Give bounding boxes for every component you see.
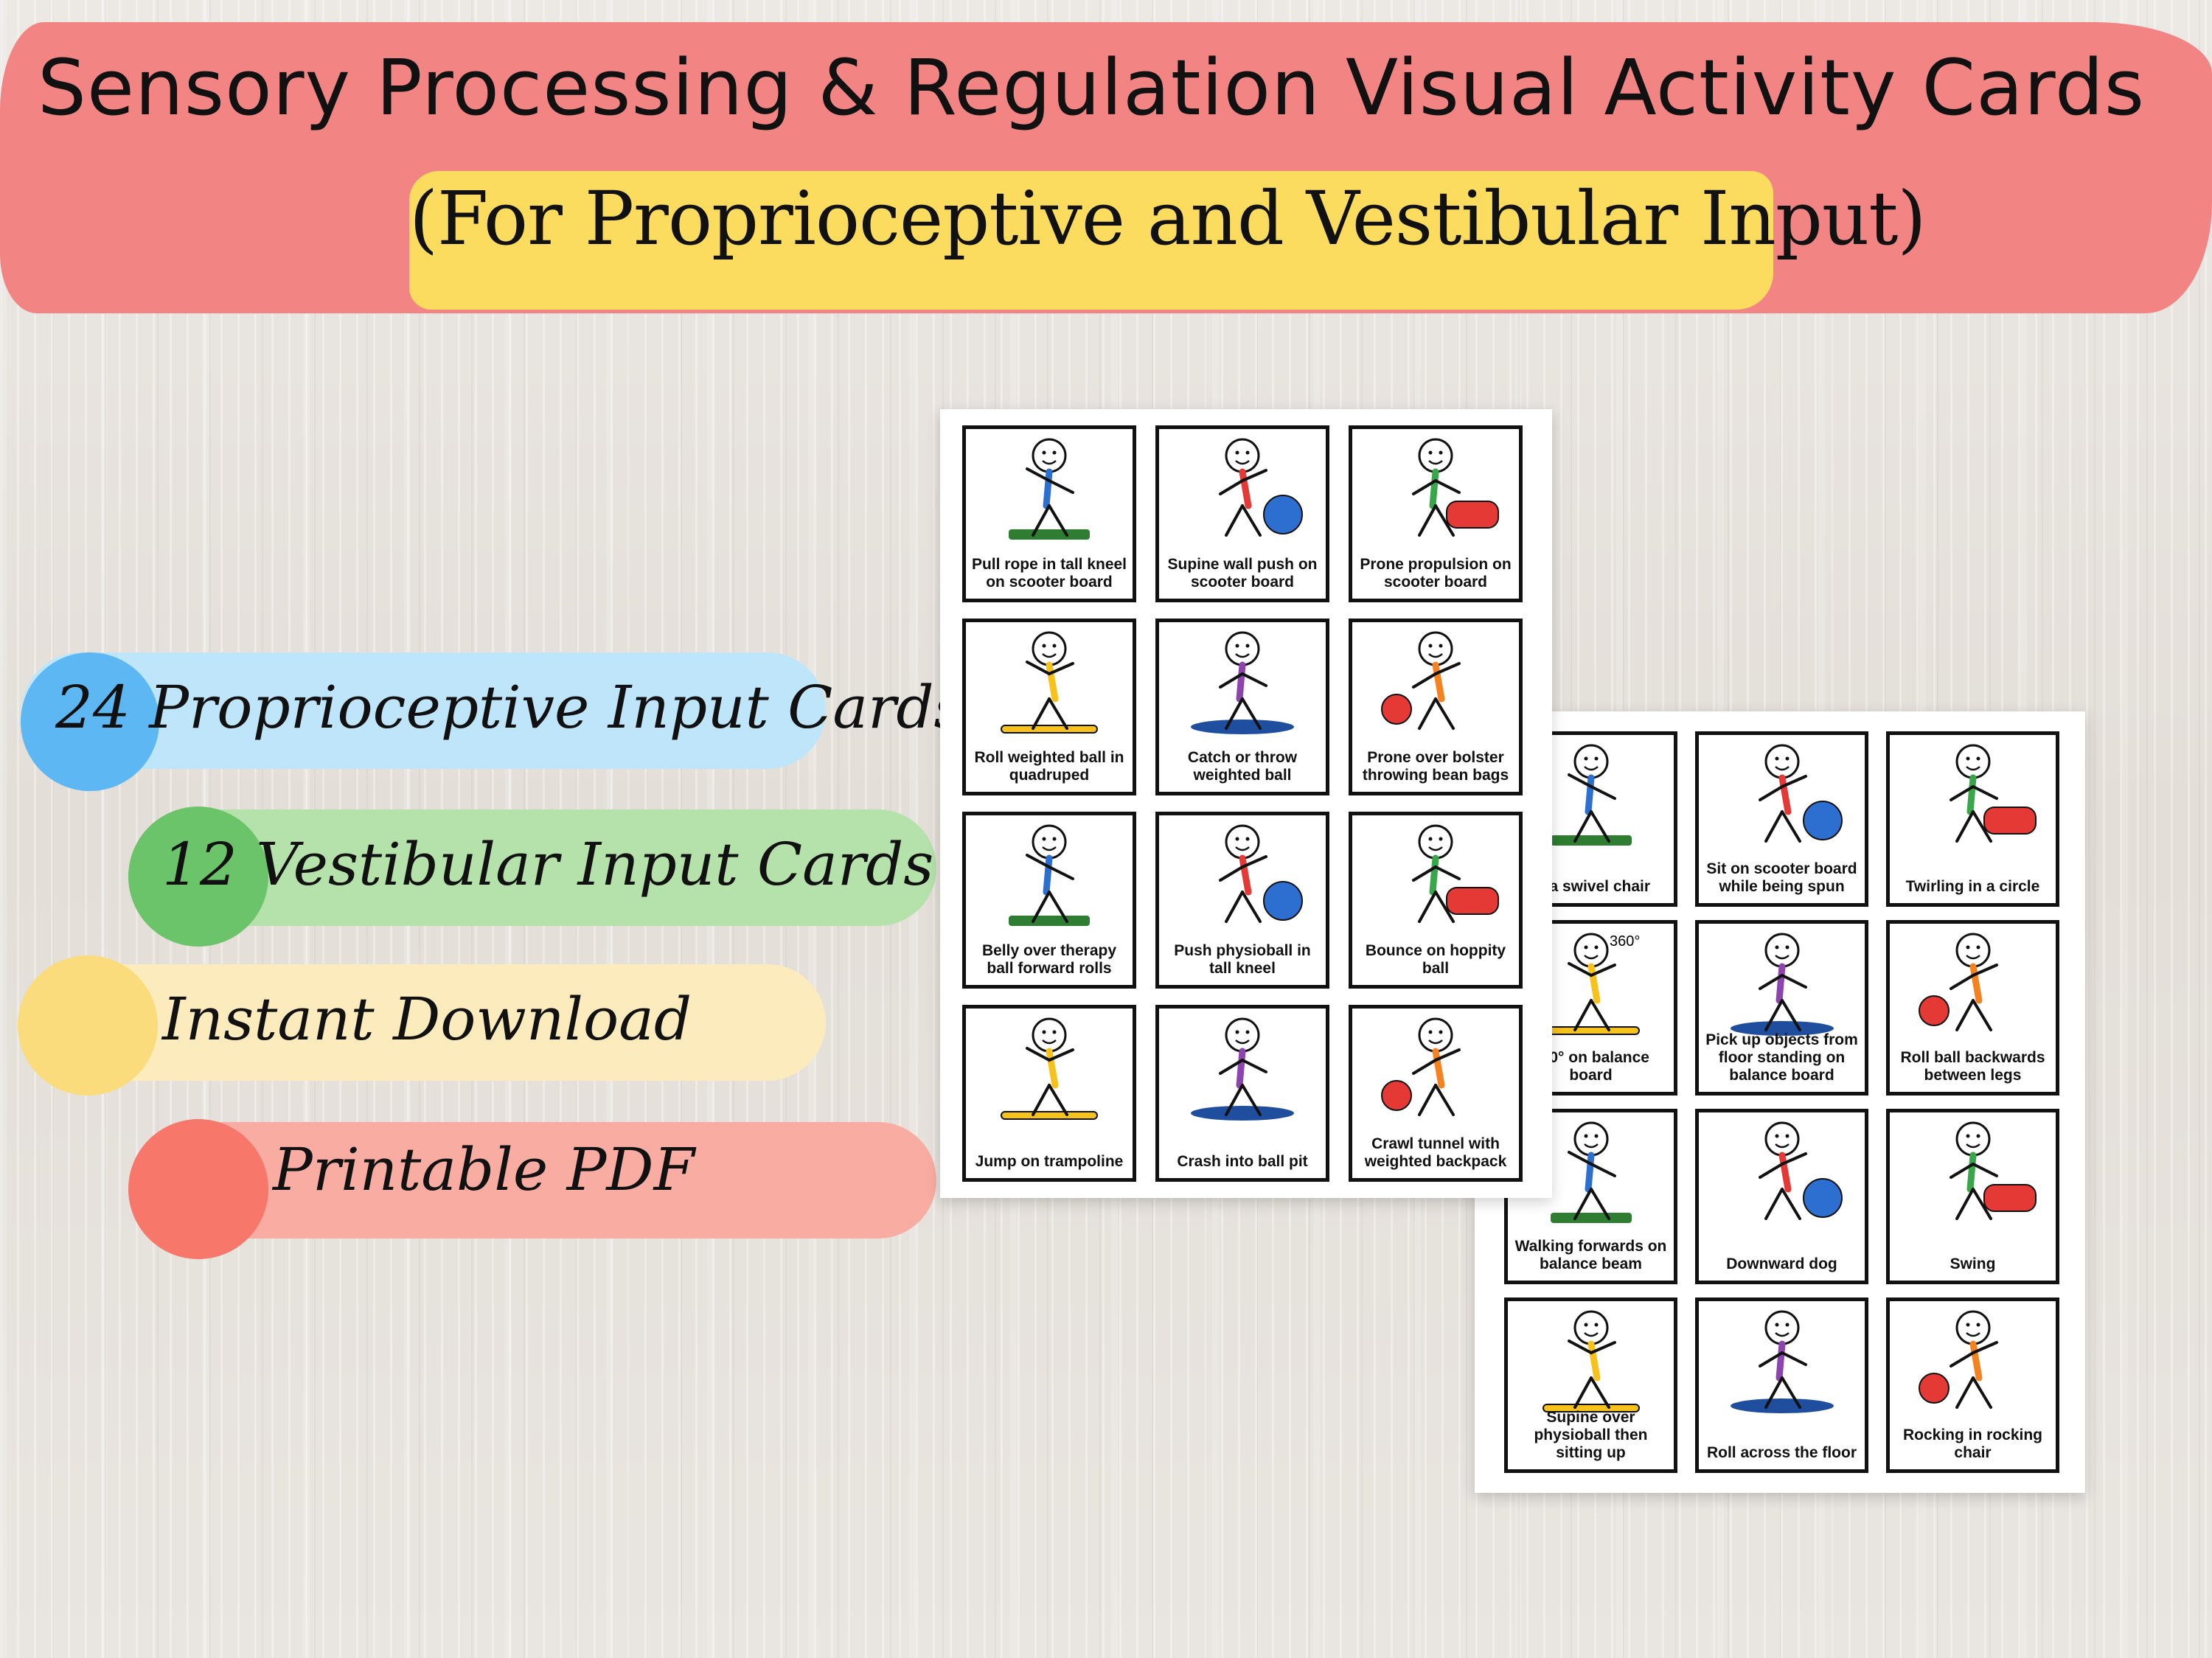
bullet-dot xyxy=(18,955,158,1096)
proprioceptive-card-sheet: Pull rope in tall kneel on scooter board… xyxy=(940,409,1552,1198)
card-caption: Prone propulsion on scooter board xyxy=(1360,556,1512,591)
physioball-push-icon xyxy=(1219,824,1303,923)
proprioceptive-card: Prone propulsion on scooter board xyxy=(1349,425,1523,602)
balance-board-360-icon: 360° xyxy=(1543,933,1640,1035)
card-caption: Sit on scooter board while being spun xyxy=(1706,860,1857,895)
bullet-dot xyxy=(128,1119,268,1259)
proprioceptive-card-grid: Pull rope in tall kneel on scooter board… xyxy=(962,425,1523,1182)
vestibular-card: Roll across the floor xyxy=(1695,1298,1868,1473)
card-caption: Twirling in a circle xyxy=(1905,878,2040,895)
card-caption: Jump on trampoline xyxy=(975,1153,1124,1170)
feature-label: Printable PDF xyxy=(273,1135,695,1204)
card-caption: Prone over bolster throwing bean bags xyxy=(1362,749,1509,784)
card-caption: Catch or throw weighted ball xyxy=(1187,749,1298,784)
bullet-dot xyxy=(21,652,159,791)
balance-pickup-icon xyxy=(1731,933,1834,1036)
proprioceptive-card: Pull rope in tall kneel on scooter board xyxy=(962,425,1136,602)
feature-pill-pdf: Printable PDF xyxy=(128,1119,936,1259)
card-caption: Belly over therapy ball forward rolls xyxy=(981,942,1117,977)
card-caption: in a swivel chair xyxy=(1531,878,1651,895)
proprioceptive-card: Supine wall push on scooter board xyxy=(1155,425,1329,602)
downward-dog-icon xyxy=(1759,1121,1843,1220)
vestibular-card: Swing xyxy=(1886,1109,2059,1284)
card-caption: 360° on balance board xyxy=(1532,1049,1649,1084)
vestibular-card: Roll ball backwards between legs xyxy=(1886,920,2059,1096)
therapy-ball-icon xyxy=(1009,824,1090,926)
feature-label: 12 Vestibular Input Cards xyxy=(162,830,934,899)
card-caption: Roll weighted ball in quadruped xyxy=(974,749,1124,784)
feature-label: 24 Proprioceptive Input Cards xyxy=(55,673,964,742)
proprioceptive-card: Push physioball in tall kneel xyxy=(1155,812,1329,989)
floor-roll-icon xyxy=(1731,1310,1834,1413)
balance-beam-icon xyxy=(1551,1121,1632,1223)
card-caption: Push physioball in tall kneel xyxy=(1174,942,1311,977)
catch-ball-icon xyxy=(1191,631,1294,734)
proprioceptive-card: Belly over therapy ball forward rolls xyxy=(962,812,1136,989)
weighted-ball-icon xyxy=(1001,631,1098,734)
page-subtitle: (For Proprioceptive and Vestibular Input… xyxy=(409,175,1927,262)
scooter-prone-icon xyxy=(1412,438,1499,537)
wall-push-icon xyxy=(1219,438,1303,537)
card-caption: Crash into ball pit xyxy=(1177,1153,1308,1170)
hoppity-ball-icon xyxy=(1412,824,1499,923)
proprioceptive-card: Roll weighted ball in quadruped xyxy=(962,619,1136,795)
physioball-situp-icon xyxy=(1543,1310,1640,1413)
card-caption: Rocking in rocking chair xyxy=(1902,1427,2043,1461)
card-caption: Swing xyxy=(1950,1255,1996,1272)
swing-icon xyxy=(1950,1121,2037,1220)
trampoline-icon xyxy=(1001,1017,1098,1120)
vestibular-card: Downward dog xyxy=(1695,1109,1868,1284)
card-caption: Downward dog xyxy=(1726,1255,1837,1272)
feature-pill-proprioceptive: 24 Proprioceptive Input Cards xyxy=(21,652,964,791)
ball-backwards-icon xyxy=(1919,933,1998,1031)
card-caption: Supine wall push on scooter board xyxy=(1167,556,1318,591)
card-caption: Supine over physioball then sitting up xyxy=(1534,1409,1648,1461)
feature-pill-download: Instant Download xyxy=(18,955,826,1096)
vestibular-card-grid: in a swivel chair Sit on scooter board wh… xyxy=(1504,731,2059,1473)
bullet-dot xyxy=(128,807,268,947)
feature-label: Instant Download xyxy=(162,985,692,1053)
vestibular-card: Twirling in a circle xyxy=(1886,731,2059,907)
vestibular-card: Supine over physioball then sitting up xyxy=(1504,1298,1677,1473)
ball-pit-icon xyxy=(1191,1017,1294,1121)
card-caption: Pick up objects from floor standing on b… xyxy=(1705,1031,1858,1084)
vestibular-card: Rocking in rocking chair xyxy=(1886,1298,2059,1473)
twirl-icon xyxy=(1950,744,2037,843)
vestibular-card: Sit on scooter board while being spun xyxy=(1695,731,1868,907)
vestibular-card: Walking forwards on balance beam xyxy=(1504,1109,1677,1284)
card-caption: Walking forwards on balance beam xyxy=(1514,1238,1667,1272)
card-caption: Pull rope in tall kneel on scooter board xyxy=(971,556,1127,591)
proprioceptive-card: Catch or throw weighted ball xyxy=(1155,619,1329,795)
vestibular-card-sheet: in a swivel chair Sit on scooter board wh… xyxy=(1475,711,2085,1493)
swivel-chair-icon xyxy=(1551,744,1632,846)
proprioceptive-card: Crawl tunnel with weighted backpack xyxy=(1349,1005,1523,1182)
card-caption: Roll across the floor xyxy=(1706,1444,1857,1461)
scooter-spin-icon xyxy=(1759,744,1843,843)
card-caption: Roll ball backwards between legs xyxy=(1900,1049,2045,1084)
proprioceptive-card: Bounce on hoppity ball xyxy=(1349,812,1523,989)
page-title: Sensory Processing & Regulation Visual A… xyxy=(37,43,2146,133)
tunnel-icon xyxy=(1381,1017,1461,1116)
rocking-chair-icon xyxy=(1919,1310,1998,1409)
proprioceptive-card: Prone over bolster throwing bean bags xyxy=(1349,619,1523,795)
vestibular-card: Pick up objects from floor standing on b… xyxy=(1695,920,1868,1096)
proprioceptive-card: Jump on trampoline xyxy=(962,1005,1136,1182)
bolster-icon xyxy=(1381,631,1461,730)
rope-pull-icon xyxy=(1009,438,1090,540)
badge-label: 360° xyxy=(1610,933,1640,950)
card-caption: Bounce on hoppity ball xyxy=(1365,942,1506,977)
proprioceptive-card: Crash into ball pit xyxy=(1155,1005,1329,1182)
card-caption: Crawl tunnel with weighted backpack xyxy=(1364,1135,1507,1170)
feature-pill-vestibular: 12 Vestibular Input Cards xyxy=(128,807,936,947)
subtitle-highlight xyxy=(409,171,1773,310)
